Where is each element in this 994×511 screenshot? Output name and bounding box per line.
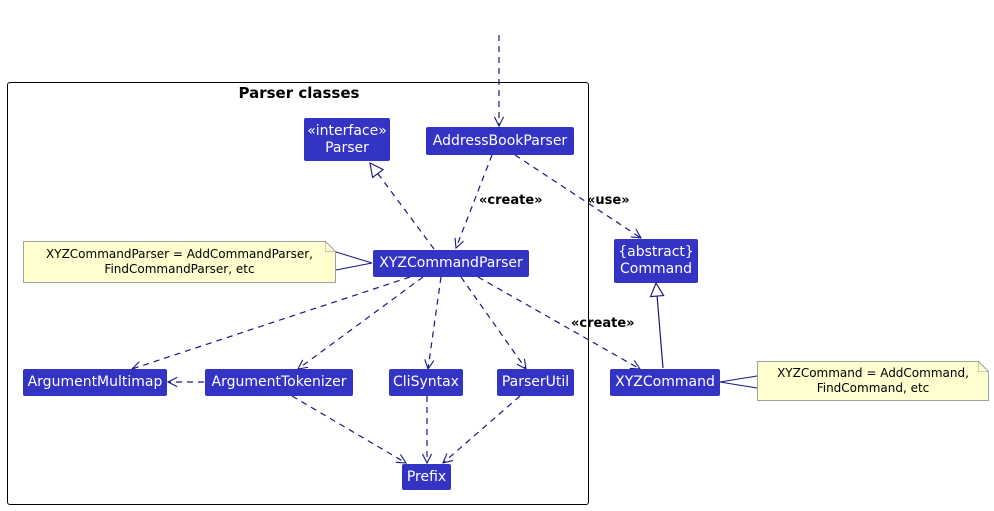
extends-command-arrow	[656, 283, 663, 369]
class-name: ArgumentTokenizer	[211, 374, 347, 390]
argument-tokenizer-class[interactable]: ArgumentTokenizer	[205, 369, 353, 396]
dep-argument-tokenizer	[298, 276, 424, 369]
class-stereotype: «interface»	[307, 122, 387, 139]
class-name: XYZCommand	[615, 374, 715, 390]
class-name: Command	[620, 261, 692, 277]
note-line: FindCommand, etc	[816, 381, 930, 395]
note-line: XYZCommand = AddCommand,	[777, 366, 969, 380]
parser-util-class[interactable]: ParserUtil	[497, 369, 574, 396]
create-parser-arrow	[456, 154, 493, 248]
implements-parser-arrow	[370, 163, 435, 250]
parser-interface-class[interactable]: «interface» Parser	[304, 118, 390, 161]
dep-cli-syntax	[428, 276, 442, 369]
command-abstract-class[interactable]: {abstract} Command	[614, 239, 698, 283]
dep-parser-util	[460, 276, 526, 369]
command-note-connector	[719, 375, 758, 389]
note-fold-icon	[325, 241, 336, 252]
class-name: Prefix	[406, 468, 447, 485]
class-name: Parser	[325, 139, 369, 156]
xyz-command-class[interactable]: XYZCommand	[610, 369, 720, 396]
parser-note-connector	[335, 251, 373, 271]
class-name: XYZCommandParser	[379, 255, 523, 271]
class-name: ParserUtil	[501, 374, 570, 390]
create-label-2: «create»	[571, 316, 635, 331]
note-line: FindCommandParser, etc	[104, 262, 255, 276]
cli-syntax-class[interactable]: CliSyntax	[389, 369, 463, 396]
xyz-command-parser-class[interactable]: XYZCommandParser	[373, 250, 529, 277]
create-xyz-command-arrow	[477, 276, 640, 369]
use-command-arrow	[514, 154, 641, 238]
use-label: «use»	[587, 193, 630, 208]
create-label: «create»	[479, 193, 543, 208]
address-book-parser-class[interactable]: AddressBookParser	[426, 127, 574, 155]
note-line: XYZCommandParser = AddCommandParser,	[46, 247, 313, 261]
parser-classes-package: Parser classes	[7, 82, 589, 505]
note-fold-icon	[978, 361, 989, 372]
tokenizer-to-prefix	[291, 395, 406, 463]
class-name: AddressBookParser	[432, 132, 568, 149]
argument-multimap-class[interactable]: ArgumentMultimap	[23, 369, 167, 396]
class-name: CliSyntax	[393, 374, 459, 390]
package-title: Parser classes	[238, 84, 360, 102]
command-note: XYZCommand = AddCommand, FindCommand, et…	[757, 361, 989, 401]
prefix-class[interactable]: Prefix	[402, 464, 451, 490]
class-name: ArgumentMultimap	[27, 374, 163, 390]
parser-note: XYZCommandParser = AddCommandParser, Fin…	[23, 241, 336, 283]
class-stereotype: {abstract}	[618, 244, 694, 260]
dep-argument-multimap	[132, 276, 411, 369]
